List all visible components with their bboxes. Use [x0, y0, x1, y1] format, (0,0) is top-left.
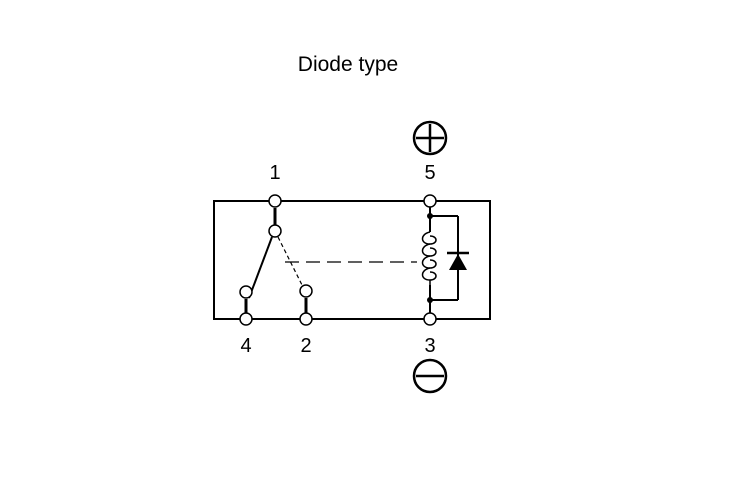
switch-pivot [268, 224, 282, 238]
diode-icon [449, 254, 467, 270]
terminal-2-label: 2 [300, 335, 311, 357]
terminal-4 [239, 312, 253, 326]
switch-arm-alternate [277, 236, 304, 288]
switch-arm [248, 236, 273, 299]
junction-dot-bottom [427, 297, 433, 303]
terminal-4-label: 4 [240, 335, 251, 357]
terminal-1-label: 1 [269, 162, 280, 184]
terminal-5 [423, 194, 437, 208]
plus-icon [412, 120, 448, 156]
diode-branch [430, 215, 459, 301]
terminal-3 [423, 312, 437, 326]
relay-coil [421, 231, 437, 285]
terminal-2 [299, 312, 313, 326]
terminal-1 [268, 194, 282, 208]
no-contact [299, 284, 313, 298]
junction-dot-top [427, 213, 433, 219]
nc-contact [239, 285, 253, 299]
minus-icon [412, 358, 448, 394]
terminal-3-label: 3 [424, 335, 435, 357]
terminal-5-label: 5 [424, 162, 435, 184]
relay-housing [213, 200, 491, 320]
diagram-title: Diode type [298, 53, 398, 76]
